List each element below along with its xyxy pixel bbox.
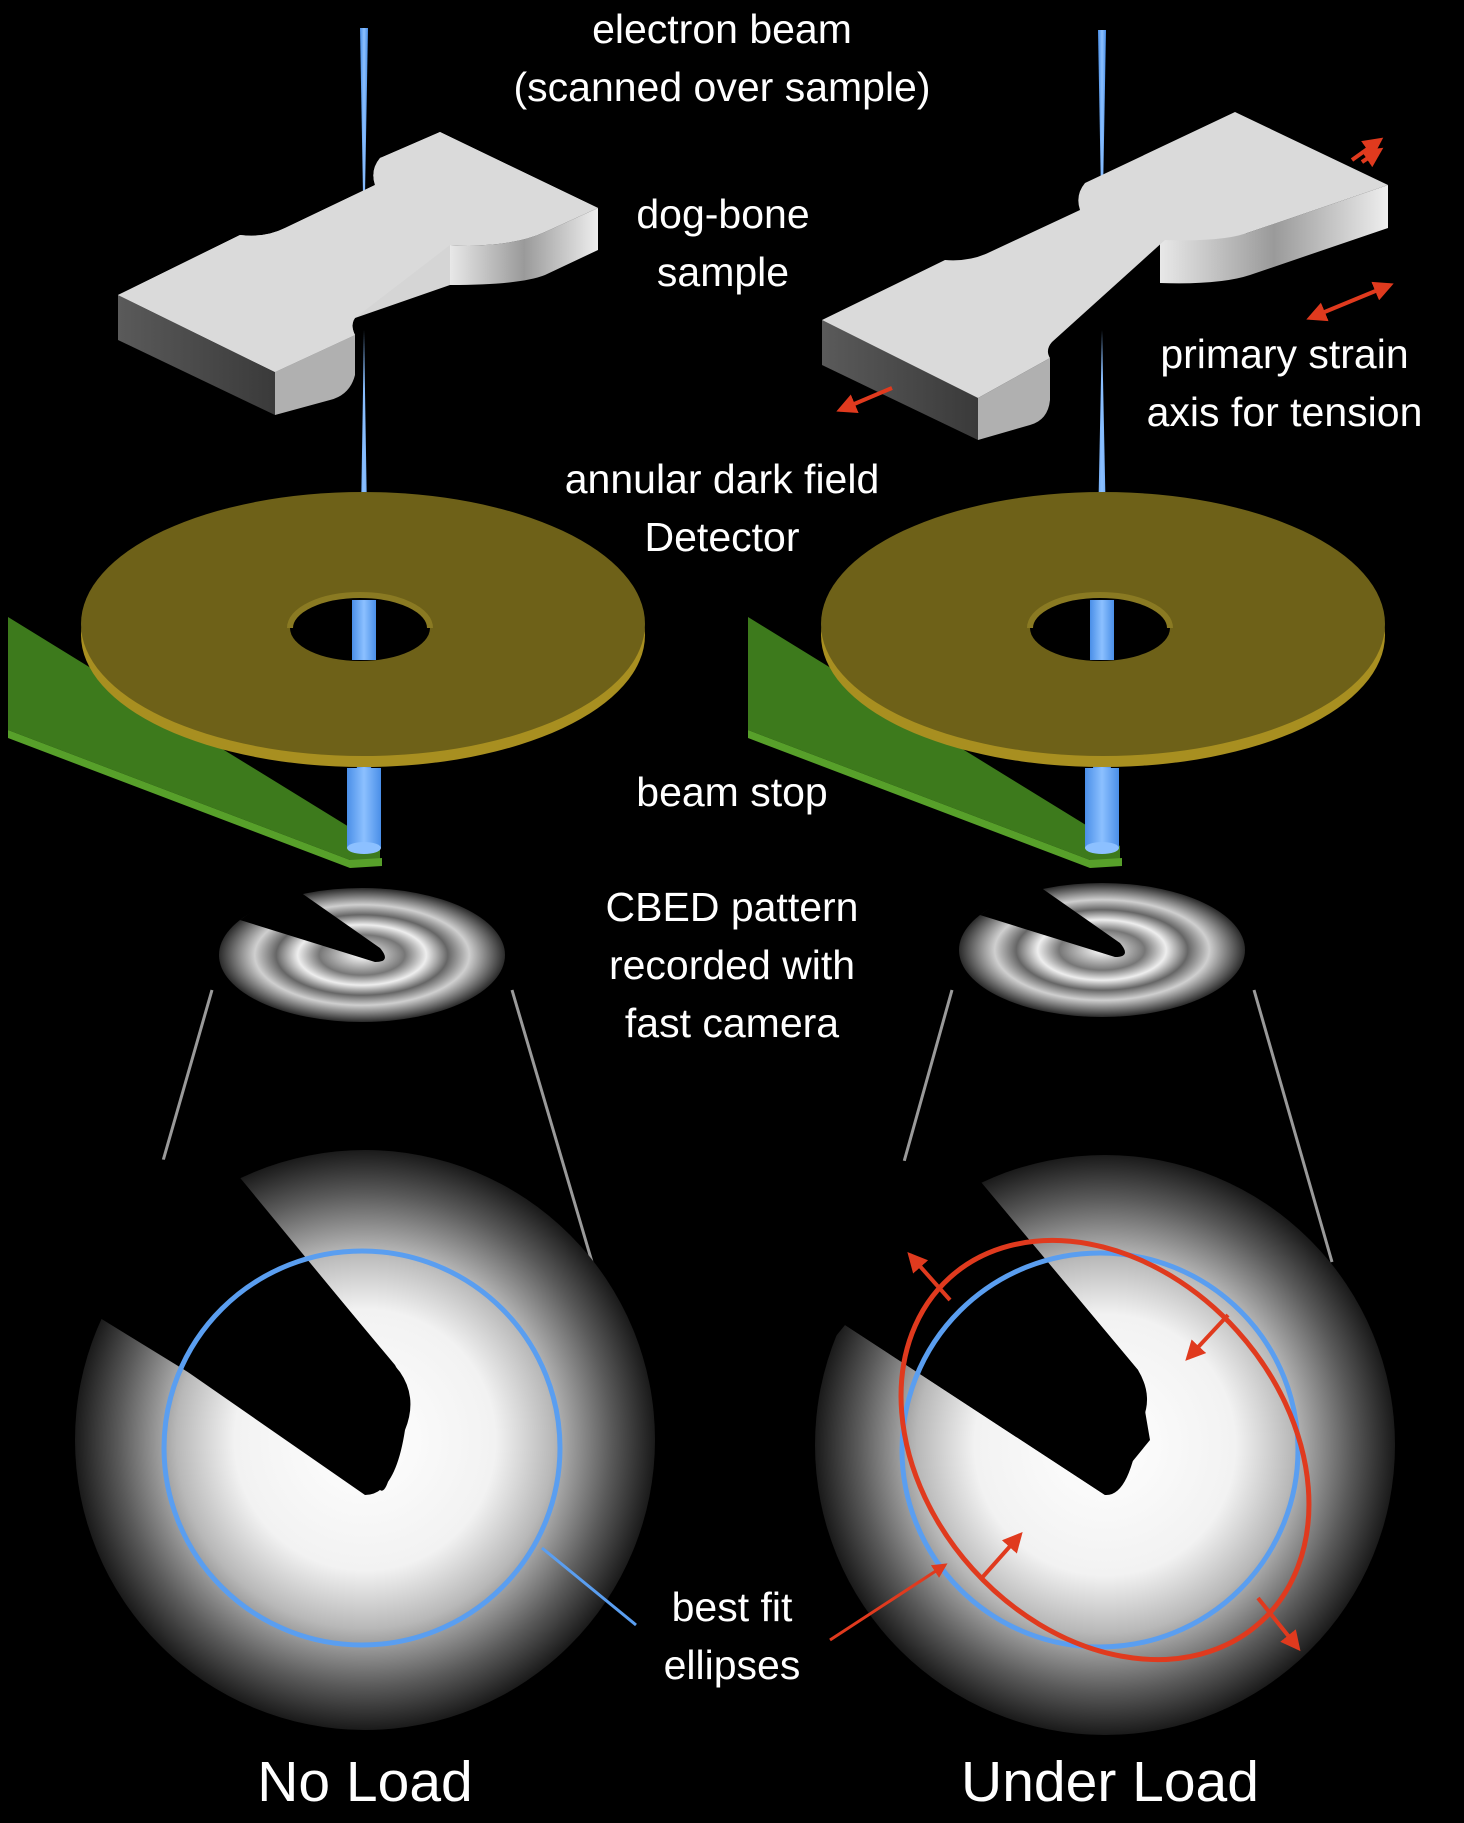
beam-through-detector [352, 600, 376, 660]
label-detector-line1: annular dark field [564, 456, 880, 502]
label-best-fit: best fit ellipses [612, 1578, 852, 1694]
label-electron-beam-line2: (scanned over sample) [513, 64, 931, 110]
dog-bone-sample [822, 112, 1388, 440]
best-fit-leader-red [829, 1563, 948, 1642]
beam-above-stop [1085, 768, 1119, 848]
label-dog-bone-line2: sample [656, 249, 790, 295]
panel-under-load [748, 30, 1395, 1735]
label-detector: annular dark field Detector [522, 450, 922, 566]
tension-arrow [836, 386, 893, 413]
label-under-load-text: Under Load [961, 1750, 1259, 1814]
electron-beam-upper [1098, 30, 1106, 250]
panel-no-load [8, 28, 655, 1730]
label-cbed-line2: recorded with [608, 942, 856, 988]
best-fit-ellipse-under-load [898, 1237, 1312, 1663]
label-dog-bone: dog-bone sample [593, 185, 853, 301]
strain-arrow [1185, 1313, 1230, 1361]
label-no-load: No Load [215, 1748, 515, 1816]
beam-above-stop [347, 768, 381, 848]
label-best-fit-line2: ellipses [663, 1642, 801, 1688]
cbed-pattern-small [219, 885, 505, 1022]
dog-bone-sample [118, 132, 598, 415]
label-no-load-text: No Load [257, 1750, 473, 1814]
label-beam-stop-text: beam stop [636, 769, 828, 815]
label-cbed-line1: CBED pattern [605, 884, 859, 930]
label-detector-line2: Detector [644, 514, 800, 560]
label-cbed-line3: fast camera [624, 1000, 840, 1046]
label-electron-beam: electron beam (scanned over sample) [462, 0, 982, 116]
label-strain-axis-line1: primary strain [1160, 331, 1409, 377]
strain-arrow [907, 1252, 952, 1302]
strain-arrow [978, 1532, 1023, 1582]
label-dog-bone-line1: dog-bone [636, 191, 810, 237]
label-strain-axis: primary strain axis for tension [1112, 325, 1457, 441]
zoom-line-right [510, 989, 594, 1263]
best-fit-leader-blue [541, 1546, 637, 1627]
label-under-load: Under Load [925, 1748, 1295, 1816]
label-cbed: CBED pattern recorded with fast camera [562, 878, 902, 1052]
strain-axis-arrow [1306, 281, 1394, 322]
beam-through-detector [1090, 600, 1114, 660]
label-electron-beam-line1: electron beam [592, 6, 852, 52]
zoom-line-right [1252, 989, 1334, 1263]
tension-arrow [1350, 137, 1384, 162]
label-best-fit-line1: best fit [671, 1584, 793, 1630]
cbed-pattern-small [959, 880, 1245, 1017]
label-strain-axis-line2: axis for tension [1146, 389, 1423, 435]
electron-beam-upper [360, 28, 368, 250]
best-fit-ellipse-no-load [161, 1248, 563, 1648]
best-fit-circle-reference [899, 1250, 1301, 1650]
label-beam-stop: beam stop [602, 763, 862, 821]
strain-arrow [1256, 1596, 1301, 1652]
